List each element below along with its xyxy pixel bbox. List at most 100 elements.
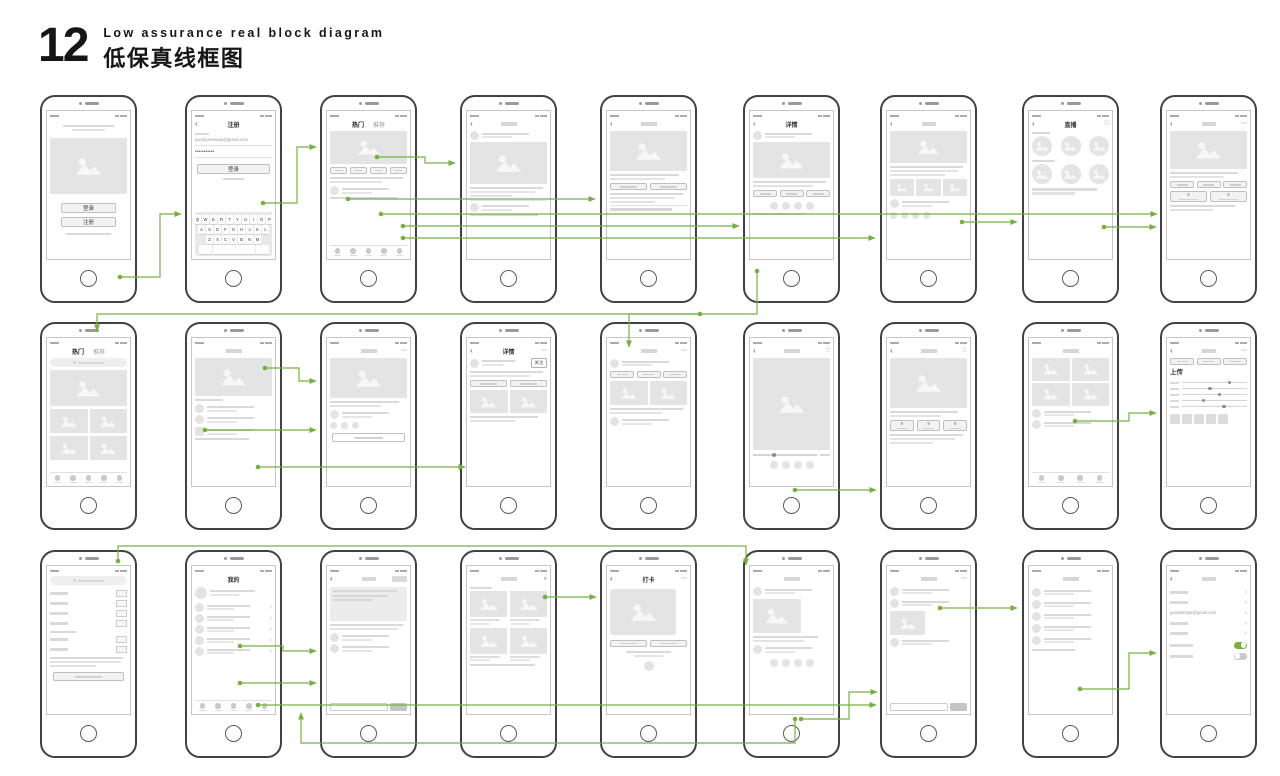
small-button[interactable] — [1196, 181, 1221, 189]
action-circle-icon[interactable] — [805, 659, 814, 668]
back-icon[interactable]: ‹ — [753, 119, 756, 128]
key-w[interactable]: W — [202, 215, 209, 224]
action-circle-icon[interactable] — [769, 202, 778, 211]
textarea-box[interactable] — [330, 587, 407, 621]
action-circle-icon[interactable] — [330, 422, 337, 430]
send-button[interactable] — [390, 703, 407, 711]
tab-icon[interactable] — [100, 475, 108, 483]
nav-action-search-icon[interactable]: ⌕ — [543, 576, 547, 582]
tab-icon[interactable] — [54, 475, 62, 483]
action-circle-icon[interactable] — [341, 422, 348, 430]
key-z[interactable]: Z — [206, 235, 213, 244]
nav-action-more-icon[interactable]: ⋯ — [681, 348, 687, 354]
tab-2[interactable]: 推荐 — [93, 349, 106, 356]
back-icon[interactable]: ‹ — [890, 119, 893, 128]
send-button[interactable] — [950, 703, 967, 711]
tab-icon[interactable] — [245, 703, 253, 711]
price-option[interactable]: ¥ — [890, 420, 914, 432]
tab-icon[interactable] — [1057, 475, 1065, 483]
nav-action-more-icon[interactable]: ⋯ — [1241, 348, 1247, 354]
key-h[interactable]: H — [238, 225, 245, 234]
key-j[interactable]: J — [246, 225, 253, 234]
key-u[interactable]: U — [242, 215, 249, 224]
small-button[interactable] — [779, 190, 804, 198]
action-circle-icon[interactable] — [352, 422, 359, 430]
back-icon[interactable]: ‹ — [330, 574, 333, 583]
tab-icon[interactable] — [1095, 475, 1103, 483]
chevron-right-icon[interactable]: › — [269, 648, 272, 655]
tab-icon[interactable] — [395, 248, 403, 256]
filter-thumb[interactable] — [1194, 413, 1204, 424]
value-box[interactable] — [116, 609, 127, 617]
key-return[interactable] — [255, 245, 269, 254]
field-row[interactable]: › — [1170, 588, 1247, 596]
back-icon[interactable]: ‹ — [610, 574, 613, 583]
wire-button[interactable]: 登录 — [197, 163, 270, 174]
list-item[interactable]: › — [195, 603, 272, 612]
key-k[interactable]: K — [254, 225, 261, 234]
chevron-right-icon[interactable]: › — [1244, 629, 1247, 637]
card[interactable] — [510, 591, 547, 625]
progress-track[interactable] — [753, 453, 817, 458]
field-row[interactable]: › — [1170, 619, 1247, 627]
action-circle-icon[interactable] — [793, 202, 802, 211]
filter-thumb[interactable] — [1206, 413, 1216, 424]
value-box[interactable] — [116, 619, 127, 627]
small-button[interactable] — [610, 640, 648, 647]
key-m[interactable]: M — [254, 235, 261, 244]
price-option[interactable]: ¥ — [1210, 191, 1247, 203]
value-box[interactable] — [116, 599, 127, 607]
slider-knob-icon[interactable] — [1208, 386, 1212, 391]
slider[interactable] — [1170, 386, 1247, 392]
key-symbols[interactable] — [198, 245, 212, 254]
chevron-right-icon[interactable]: › — [269, 604, 272, 611]
key-g[interactable]: G — [230, 225, 237, 234]
tab-icon[interactable] — [349, 248, 357, 256]
key-p[interactable]: P — [266, 215, 273, 224]
field-row[interactable]: › — [1170, 629, 1247, 637]
back-icon[interactable]: ‹ — [1170, 119, 1173, 128]
small-button[interactable] — [1196, 358, 1221, 365]
action-circle-icon[interactable] — [781, 659, 790, 668]
tab-icon[interactable] — [1038, 475, 1046, 483]
action-circle-icon[interactable] — [793, 461, 802, 469]
key-o[interactable]: O — [258, 215, 265, 224]
tab-2[interactable]: 推荐 — [373, 122, 386, 129]
chevron-right-icon[interactable]: › — [1244, 588, 1247, 596]
chevron-right-icon[interactable]: › — [1244, 609, 1247, 617]
tab-icon[interactable] — [334, 248, 342, 256]
chevron-right-icon[interactable]: › — [1244, 619, 1247, 627]
back-icon[interactable]: ‹ — [1170, 346, 1173, 355]
small-button[interactable] — [753, 190, 777, 198]
tab-icon[interactable] — [380, 248, 388, 256]
message-input[interactable] — [330, 703, 388, 711]
action-circle-icon[interactable] — [805, 461, 814, 469]
nav-action-heart-icon[interactable]: ♡ — [824, 348, 830, 354]
message-input[interactable] — [890, 703, 948, 711]
slider[interactable] — [1170, 392, 1247, 398]
back-icon[interactable]: ‹ — [1170, 574, 1173, 583]
price-option[interactable]: ¥ — [1170, 191, 1207, 203]
back-icon[interactable]: ‹ — [890, 346, 893, 355]
card[interactable] — [510, 627, 547, 662]
nav-action-more-icon[interactable]: ⋯ — [541, 348, 547, 354]
key-q[interactable]: Q — [194, 215, 201, 224]
nav-action-heart-icon[interactable]: ♡ — [1103, 121, 1109, 127]
action-circle-icon[interactable] — [901, 212, 908, 220]
slider-knob-icon[interactable] — [1222, 404, 1226, 409]
key-n[interactable]: N — [246, 235, 253, 244]
chevron-right-icon[interactable]: › — [1244, 598, 1247, 606]
tab-1[interactable]: 热门 — [351, 122, 364, 129]
toggle-switch[interactable] — [1234, 652, 1247, 660]
slider[interactable] — [1170, 380, 1247, 386]
nav-action-more-icon[interactable]: ⋯ — [401, 348, 407, 354]
chevron-right-icon[interactable]: › — [269, 637, 272, 644]
key-t[interactable]: T — [226, 215, 233, 224]
action-circle-icon[interactable] — [781, 202, 790, 211]
list-item[interactable]: › — [195, 636, 272, 645]
value-box[interactable] — [116, 635, 127, 643]
small-button[interactable] — [330, 167, 348, 174]
wire-button[interactable]: 登录 — [60, 203, 117, 214]
key-x[interactable]: X — [214, 235, 221, 244]
chevron-right-icon[interactable]: › — [269, 626, 272, 633]
